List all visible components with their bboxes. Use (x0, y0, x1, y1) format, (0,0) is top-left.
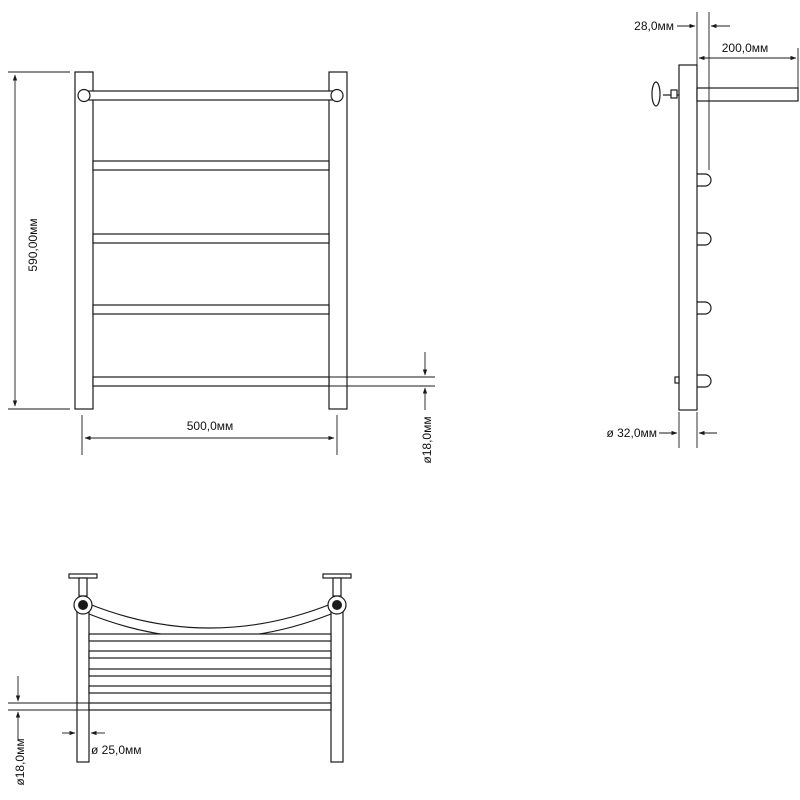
front-view (74, 71, 435, 410)
right-upright (328, 71, 348, 410)
bottom-pipe-diameter-label: ø18,0мм (13, 738, 27, 785)
width-dimension: 500,0мм (81, 415, 338, 455)
side-stub-4 (697, 374, 712, 388)
crossbar-3 (92, 304, 330, 315)
right-wall-bracket (322, 573, 352, 615)
side-stub-1 (697, 173, 712, 187)
front-pipe-diameter-label: ø18,0мм (420, 416, 434, 463)
crossbar-2 (92, 233, 330, 244)
mount-flange (651, 81, 661, 107)
top-view-bar-1 (88, 633, 332, 642)
side-depth-label: 200,0мм (722, 41, 769, 55)
side-top-bar (696, 87, 799, 102)
top-rail (81, 90, 341, 101)
side-offset-label: 28,0мм (634, 19, 674, 33)
top-view-bar-3 (88, 668, 332, 677)
top-view-bar-5 (88, 702, 332, 711)
height-label: 590,00мм (26, 218, 40, 271)
side-depth-dimension: 200,0мм (698, 41, 799, 88)
top-view (8, 573, 352, 763)
bottom-pipe-diameter-dimension: ø18,0мм (13, 676, 27, 786)
side-tube-diameter-label: ø 32,0мм (606, 426, 657, 440)
side-bottom-tab (674, 376, 680, 384)
top-view-left-upright (76, 607, 90, 763)
top-view-right-upright (330, 607, 344, 763)
side-view (651, 64, 799, 411)
top-view-bar-4 (88, 685, 332, 694)
width-label: 500,0мм (187, 419, 234, 433)
side-tube-diameter-dimension: ø 32,0мм (606, 412, 717, 448)
side-upright (678, 64, 698, 411)
top-right-joint (330, 88, 344, 103)
mount-nut (670, 89, 678, 99)
top-left-joint (77, 88, 91, 103)
curved-bar-outer (88, 603, 332, 629)
left-upright (74, 71, 94, 410)
front-pipe-diameter-dimension: ø18,0мм (420, 352, 434, 464)
side-stub-2 (697, 232, 712, 246)
side-stub-3 (697, 301, 712, 315)
crossbar-4 (92, 376, 330, 387)
crossbar-1 (92, 160, 330, 171)
bottom-tube-diameter-label: ø 25,0мм (91, 743, 142, 757)
side-offset-dimension: 28,0мм (634, 12, 730, 170)
height-dimension: 590,00мм (8, 71, 70, 410)
left-wall-bracket (68, 573, 98, 615)
bottom-tube-diameter-dimension: ø 25,0мм (62, 712, 142, 757)
top-view-bar-2 (88, 650, 332, 659)
